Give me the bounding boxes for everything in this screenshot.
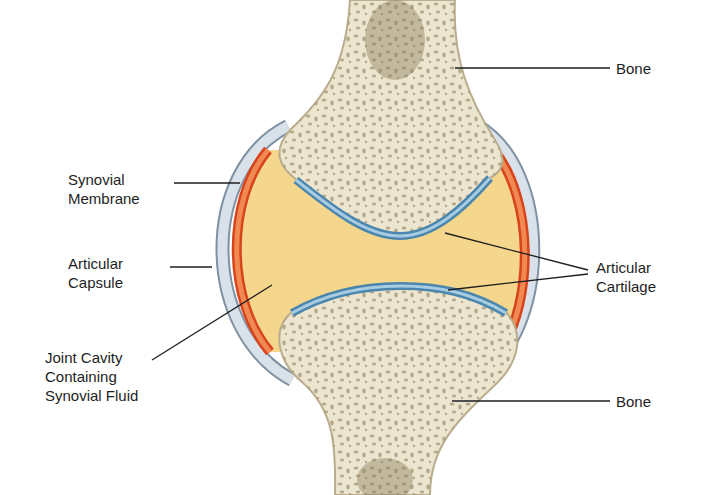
part-label: Joint Cavity Containing Synovial Fluid xyxy=(45,348,170,406)
leader-line xyxy=(448,274,588,290)
leader-lines xyxy=(152,68,610,401)
leader-line xyxy=(452,400,610,401)
leader-line xyxy=(152,285,272,360)
part-label: Synovial Membrane xyxy=(68,170,168,208)
leader-line xyxy=(170,266,212,267)
leader-line xyxy=(174,182,240,183)
lower-bone xyxy=(279,285,517,495)
part-label: Articular Cartilage xyxy=(596,258,706,296)
leader-line xyxy=(445,233,588,270)
part-label: Articular Capsule xyxy=(68,254,168,292)
leader-line xyxy=(455,67,610,68)
upper-bone xyxy=(279,0,502,237)
part-label: Bone xyxy=(616,392,706,411)
part-label: Bone xyxy=(616,59,706,78)
articular-cartilage xyxy=(292,178,506,313)
